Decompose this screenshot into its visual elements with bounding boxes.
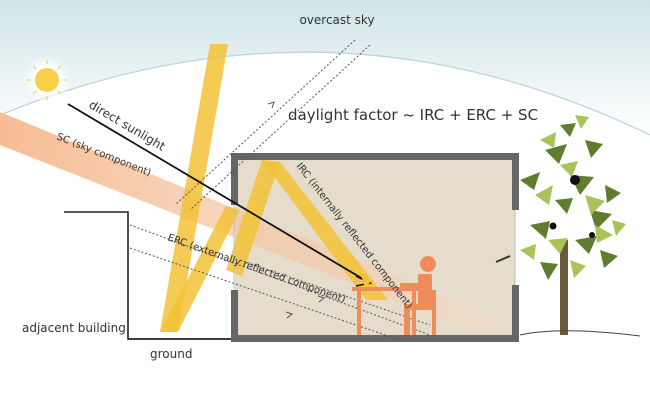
- sky-arc: [0, 51, 650, 136]
- tree-icon: [519, 115, 641, 337]
- irc-beam-up: [226, 160, 280, 276]
- lamp-icon: [360, 272, 372, 288]
- room-walls: [231, 153, 519, 342]
- label-direct-sunlight: direct sunlight: [86, 98, 168, 154]
- label-ground: ground: [150, 347, 192, 361]
- label-overcast-sky: overcast sky: [299, 13, 374, 27]
- erc-sky-beam: [160, 44, 228, 332]
- sunlight-arrowhead: [355, 275, 373, 287]
- label-adjacent-building: adjacent building: [22, 321, 126, 335]
- adjacent-building: [64, 211, 235, 340]
- sun-icon: [27, 60, 67, 100]
- person-icon: [400, 256, 436, 335]
- erc-rays: [129, 224, 431, 341]
- sc-rays: [174, 39, 371, 211]
- erc-arrow-2: [285, 311, 294, 319]
- desk: [352, 287, 422, 335]
- sunlight-ray: [67, 103, 369, 283]
- sky-dome: [0, 0, 650, 135]
- erc-arrow-1: [317, 295, 326, 303]
- erc-ground-beam: [160, 206, 240, 332]
- sill-mark: [495, 255, 511, 263]
- irc-beam-down: [262, 160, 388, 300]
- sc-arrow: [267, 101, 275, 109]
- label-formula: daylight factor ~ IRC + ERC + SC: [288, 106, 538, 124]
